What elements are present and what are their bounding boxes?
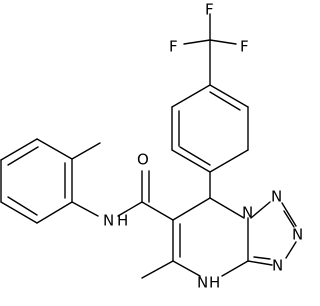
bond-lines xyxy=(0,13,297,279)
tetrazole-n4-label: N xyxy=(272,257,283,275)
ring-hydrogen-label: H xyxy=(209,274,220,292)
atom-labels: F F F O N H N N N N N H xyxy=(103,1,303,292)
amide-oxygen-label: O xyxy=(137,151,149,169)
tetrazole-n2-label: N xyxy=(271,188,282,206)
tetrazole-n3-label: N xyxy=(292,226,303,244)
fluorine-label-left: F xyxy=(169,38,178,56)
fluorine-label-top: F xyxy=(205,1,214,19)
amide-hydrogen-label: H xyxy=(117,212,128,230)
ring-nitrogen-label: N xyxy=(197,274,208,292)
tetrazole-n1-label: N xyxy=(242,204,253,222)
amide-nitrogen-label: N xyxy=(103,212,114,230)
fluorine-label-right: F xyxy=(240,38,249,56)
